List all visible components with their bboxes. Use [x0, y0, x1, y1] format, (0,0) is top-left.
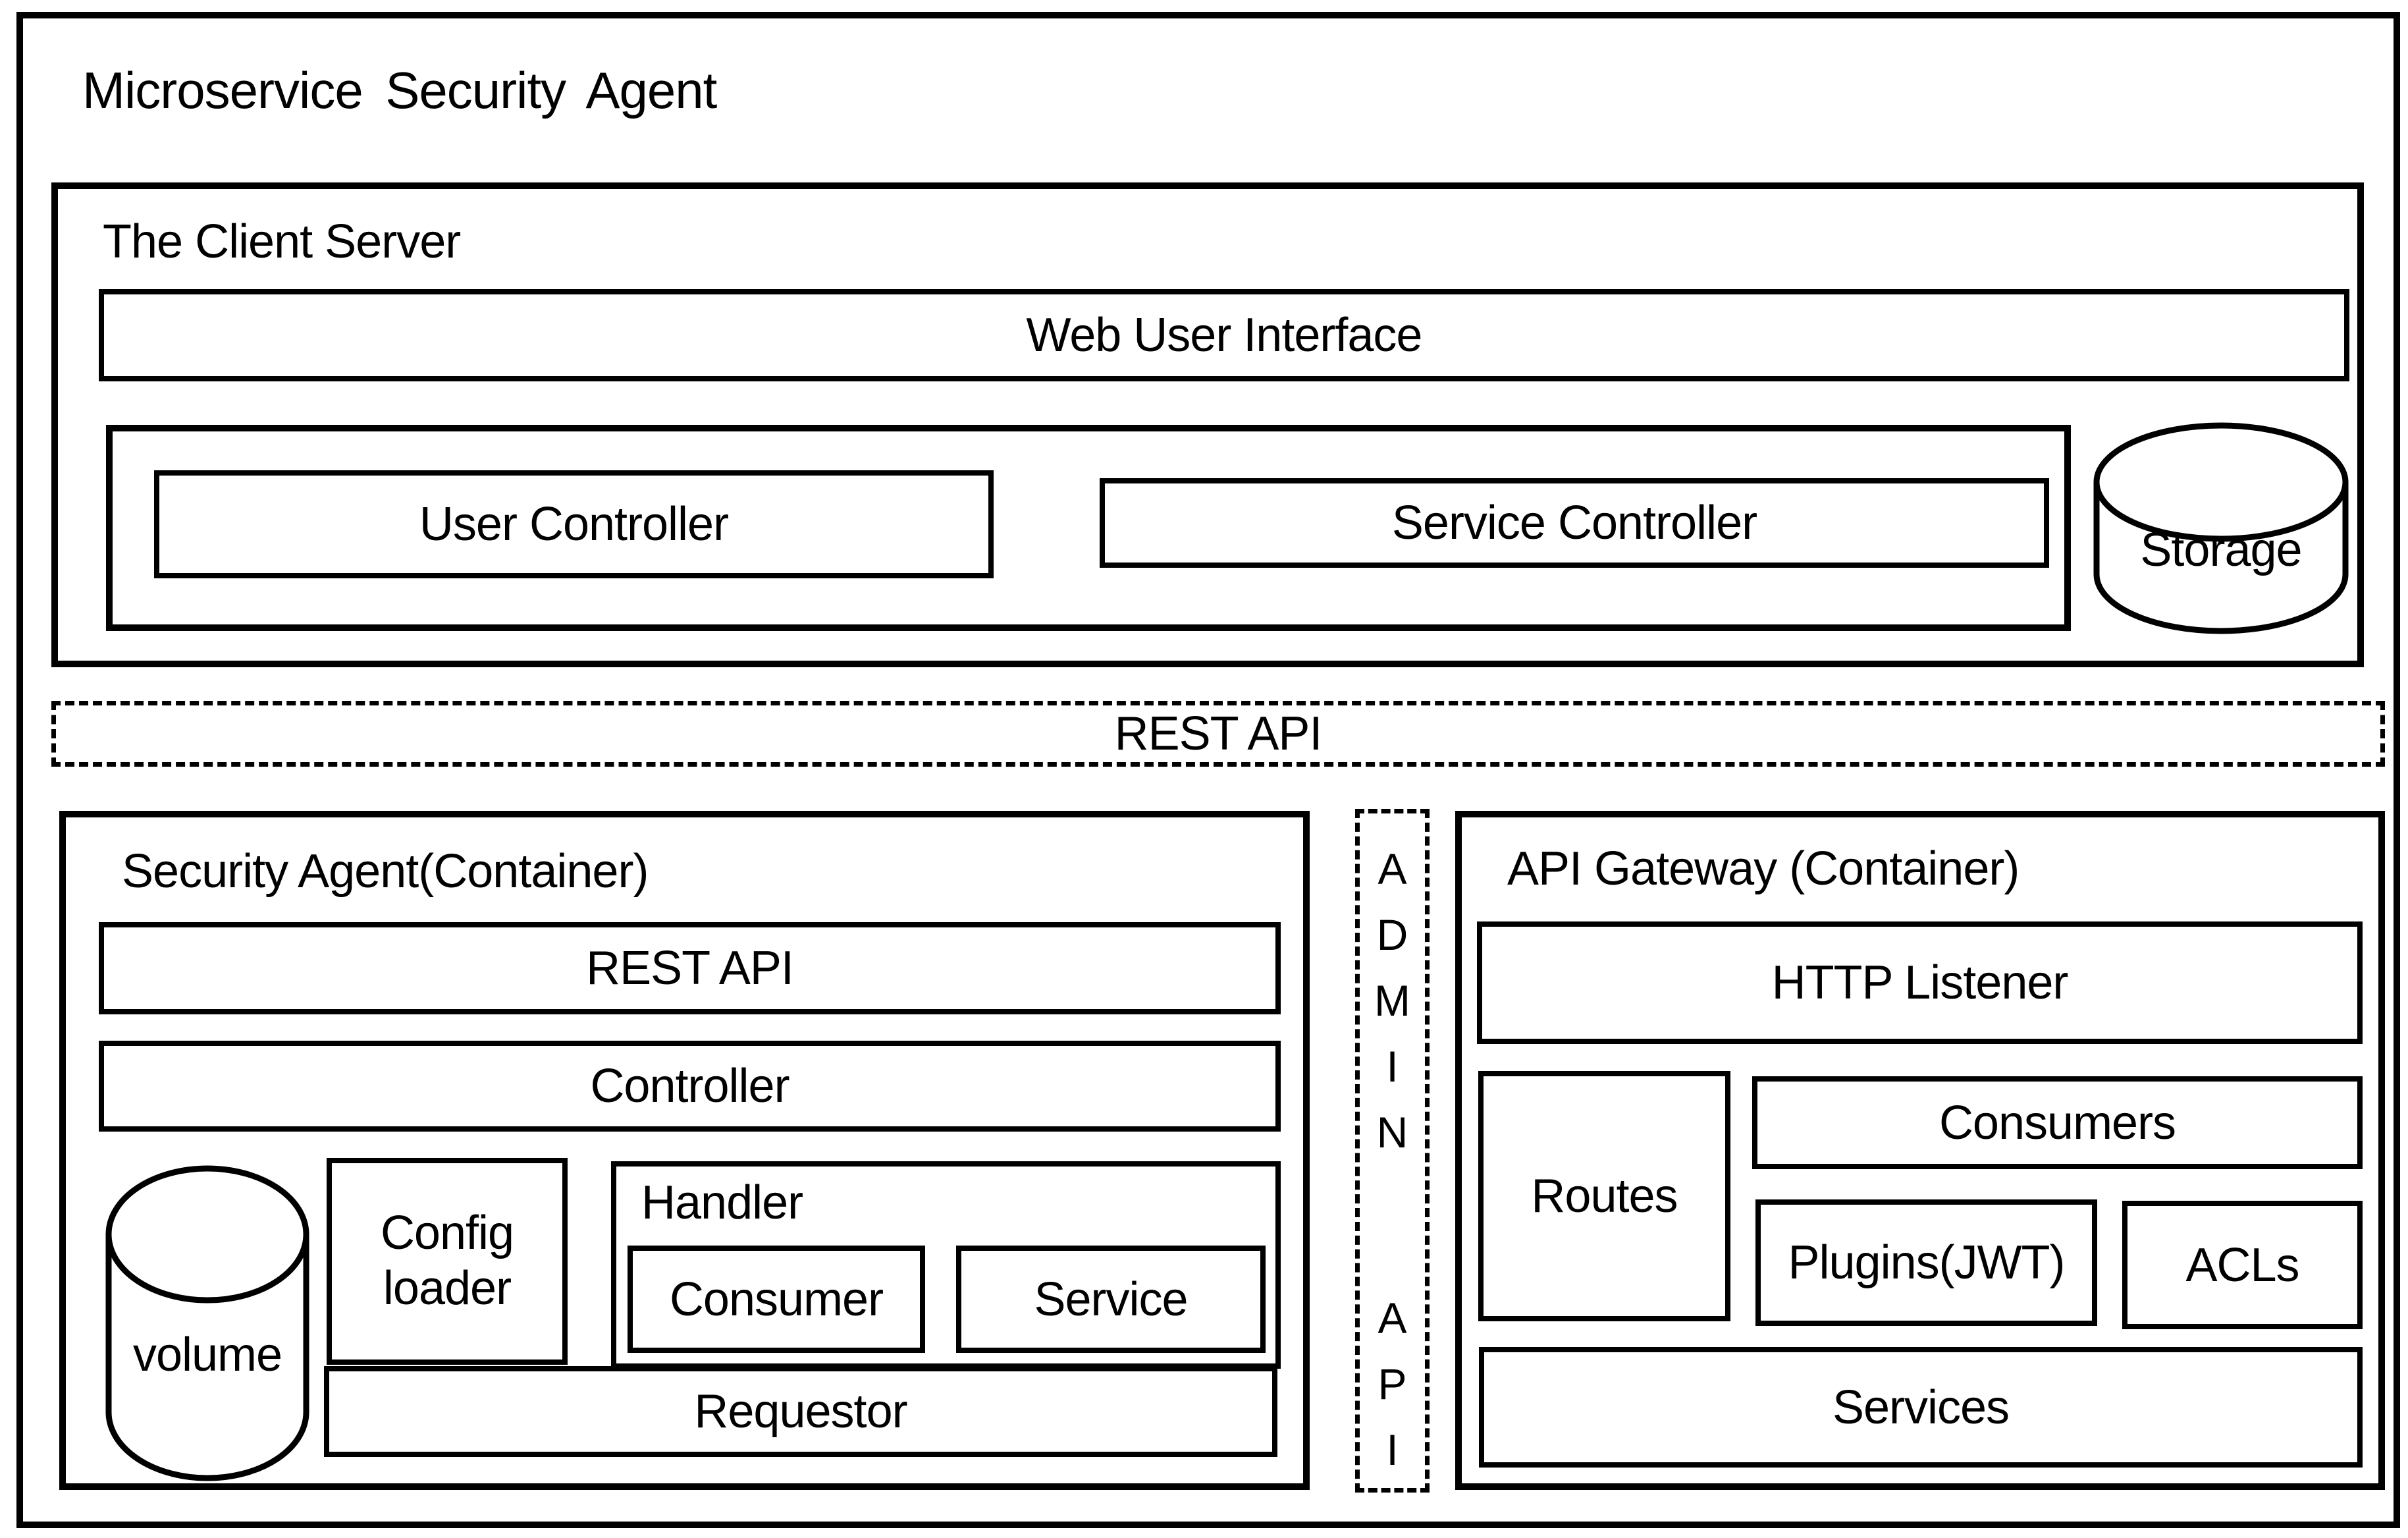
consumers-label: Consumers: [1939, 1096, 2176, 1149]
requestor-label: Requestor: [694, 1385, 907, 1438]
consumer-box: Consumer: [628, 1246, 925, 1353]
api-gateway-label: API Gateway (Container): [1507, 842, 2020, 895]
web-user-interface-box: Web User Interface: [99, 289, 2349, 381]
consumer-label: Consumer: [669, 1273, 884, 1326]
plugins-jwt-label: Plugins(JWT): [1788, 1236, 2065, 1289]
service-label: Service: [1034, 1273, 1188, 1326]
admin-api-bottom-label: A P I: [1378, 1294, 1407, 1474]
volume-cylinder: volume: [105, 1165, 309, 1482]
service-controller-label: Service Controller: [1391, 497, 1757, 549]
admin-api-top-label: A D M I N: [1374, 844, 1410, 1157]
user-controller-label: User Controller: [419, 498, 729, 551]
service-box: Service: [956, 1246, 1266, 1353]
services-box: Services: [1479, 1347, 2363, 1468]
admin-api-band: A D M I N A P I: [1355, 809, 1430, 1493]
config-loader-box: Config loader: [327, 1158, 568, 1365]
http-listener-box: HTTP Listener: [1477, 921, 2363, 1044]
web-user-interface-label: Web User Interface: [1026, 309, 1423, 362]
controller-box: Controller: [99, 1041, 1281, 1132]
http-listener-label: HTTP Listener: [1771, 956, 2069, 1009]
storage-label: Storage: [2140, 524, 2302, 576]
acls-box: ACLs: [2122, 1201, 2363, 1329]
acls-label: ACLs: [2185, 1238, 2299, 1292]
client-server-label: The Client Server: [103, 215, 461, 268]
controller-label: Controller: [590, 1060, 789, 1112]
user-controller-box: User Controller: [154, 470, 994, 578]
security-agent-rest-api-label: REST API: [586, 942, 794, 995]
security-agent-rest-api-box: REST API: [99, 922, 1281, 1014]
service-controller-box: Service Controller: [1100, 478, 2049, 568]
rest-api-band-label: REST API: [1114, 707, 1323, 760]
security-agent-label: Security Agent(Container): [122, 845, 649, 898]
config-loader-label: Config loader: [380, 1207, 514, 1315]
storage-cylinder: Storage: [2093, 422, 2349, 636]
requestor-box: Requestor: [324, 1366, 1277, 1457]
routes-box: Routes: [1478, 1071, 1730, 1321]
services-label: Services: [1832, 1381, 2010, 1434]
plugins-jwt-box: Plugins(JWT): [1755, 1199, 2097, 1326]
consumers-box: Consumers: [1752, 1076, 2363, 1169]
rest-api-band: REST API: [51, 701, 2385, 767]
volume-cylinder-icon: [105, 1165, 309, 1481]
handler-label: Handler: [641, 1176, 803, 1229]
database-cylinder-icon: [2093, 422, 2349, 634]
routes-label: Routes: [1531, 1170, 1678, 1222]
diagram-title: Microservice Security Agent: [82, 61, 717, 119]
volume-label: volume: [132, 1329, 282, 1382]
